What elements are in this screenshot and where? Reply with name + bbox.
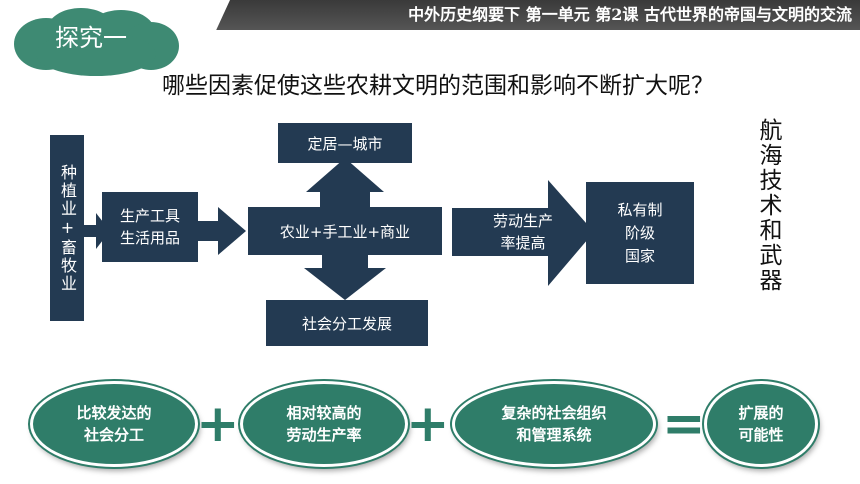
arrow-tools-to-economy	[196, 207, 246, 255]
state-box: 私有制 阶级 国家	[586, 182, 694, 284]
division-box: 社会分工发展	[266, 300, 428, 346]
term-productivity-label: 相对较高的 劳动生产率	[286, 404, 362, 444]
state-label: 私有制 阶级 国家	[617, 200, 663, 265]
term-productivity: 相对较高的 劳动生产率	[240, 381, 408, 467]
tools-label: 生产工具 生活用品	[119, 207, 180, 247]
tools-box: 生产工具 生活用品	[102, 192, 198, 262]
question-heading: 哪些因素促使这些农耕文明的范围和影响不断扩大呢？	[162, 73, 714, 99]
result-possibility-label: 扩展的 可能性	[738, 404, 784, 444]
productivity-label: 劳动生产 率提高	[492, 212, 553, 252]
term-social-organization-label: 复杂的社会组织 和管理系统	[501, 404, 607, 444]
plus-sign-1: +	[196, 394, 240, 454]
economy-box: 农业+手工业+商业	[248, 207, 442, 255]
term-social-organization: 复杂的社会组织 和管理系统	[452, 381, 656, 467]
result-possibility: 扩展的 可能性	[704, 381, 818, 467]
arrow-origin-to-tools	[84, 213, 110, 249]
badge-cloud-icon	[14, 8, 179, 76]
arrow-economy-up	[306, 158, 384, 210]
section-badge: 探究一	[55, 24, 127, 52]
side-note: 航海技术和武器	[755, 118, 781, 293]
settlement-box: 定居—城市	[278, 123, 412, 163]
equals-sign: =	[662, 394, 706, 454]
term-social-division: 比较发达的 社会分工	[30, 381, 198, 467]
plus-sign-2: +	[406, 394, 450, 454]
arrow-productivity	[452, 180, 594, 286]
arrow-economy-down	[304, 255, 386, 300]
course-title: 中外历史纲要下 第一单元 第2课 古代世界的帝国与文明的交流	[408, 5, 852, 24]
origin-box: 种植业+畜牧业	[50, 135, 84, 321]
term-social-division-label: 比较发达的 社会分工	[76, 404, 152, 444]
